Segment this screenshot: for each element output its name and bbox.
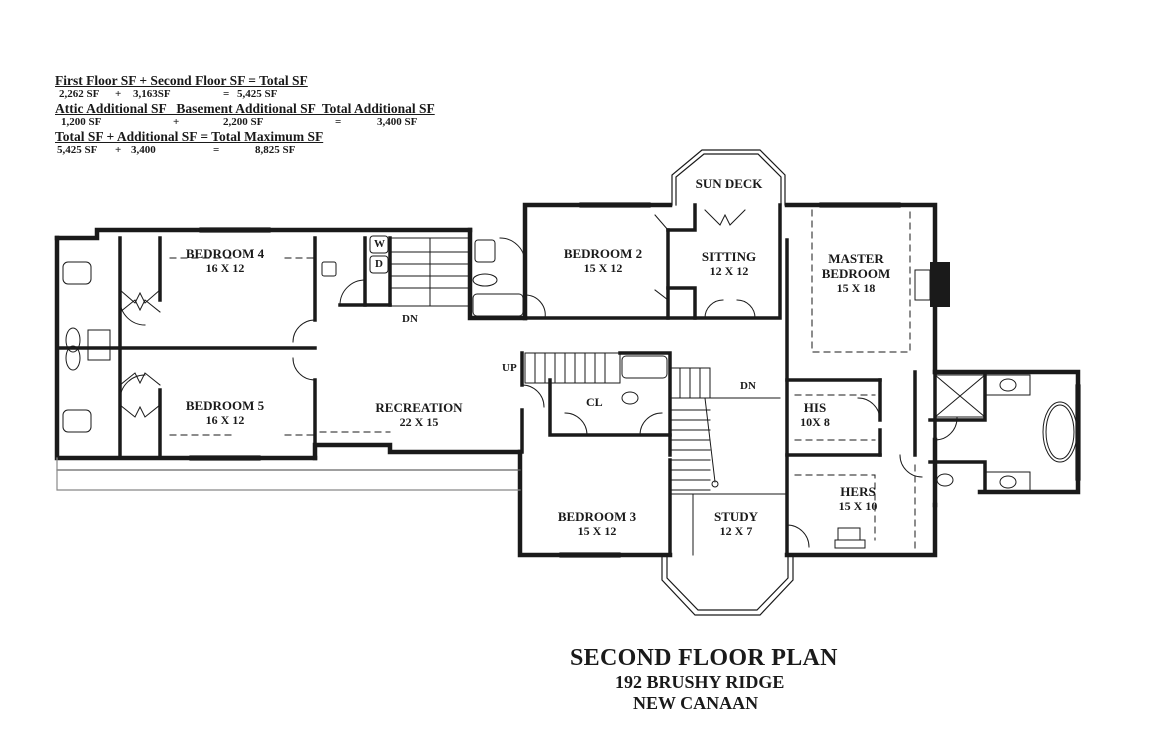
room-bedroom-4: BEDROOM 4 16 X 12 — [185, 246, 265, 275]
room-bedroom-5: BEDROOM 5 16 X 12 — [185, 398, 265, 427]
sf-values-maximum: 5,425 SF + 3,400 = 8,825 SF — [57, 144, 296, 156]
room-sitting: SITTING 12 X 12 — [701, 249, 757, 278]
washer-label: W — [374, 238, 385, 250]
plan-address: 192 BRUSHY RIDGE — [615, 672, 785, 692]
title-block: SECOND FLOOR PLAN 192 BRUSHY RIDGE NEW C… — [570, 645, 838, 714]
total-additional-sf: 3,400 SF — [377, 116, 418, 128]
total-sf: 5,425 SF — [237, 88, 278, 100]
room-study: STUDY 12 X 7 — [713, 509, 759, 538]
room-sun-deck: SUN DECK — [695, 176, 763, 191]
bay-window — [661, 554, 794, 616]
room-closet: CL — [586, 395, 603, 409]
room-bedroom-2: BEDROOM 2 15 X 12 — [563, 246, 643, 275]
dryer-label: D — [375, 258, 383, 270]
room-hers-closet: HERS 15 X 10 — [838, 484, 878, 513]
stair-up-label: UP — [502, 362, 517, 374]
bifold-doors — [119, 289, 161, 418]
sf-values-floors: 2,262 SF + 3,163SF = 5,425 SF — [59, 88, 278, 100]
plan-title: SECOND FLOOR PLAN — [570, 645, 838, 671]
sf-values-additional: 1,200 SF + 2,200 SF = 3,400 SF — [61, 116, 418, 128]
first-floor-sf: 2,262 SF — [59, 88, 100, 100]
second-floor-sf: 3,163SF — [133, 88, 171, 100]
fireplace — [914, 262, 950, 307]
sf-header-additional: Attic Additional SF Basement Additional … — [55, 101, 435, 116]
room-bedroom-3: BEDROOM 3 15 X 12 — [557, 509, 637, 538]
sun-deck-outline — [671, 149, 786, 206]
total-maximum-sf: 8,825 SF — [255, 144, 296, 156]
stair-down-label-2: DN — [740, 380, 756, 392]
exterior-walls — [54, 202, 1081, 558]
square-footage-summary: First Floor SF + Second Floor SF = Total… — [55, 74, 435, 158]
basement-sf: 2,200 SF — [223, 116, 264, 128]
sf-header-maximum: Total SF + Additional SF = Total Maximum… — [55, 129, 324, 144]
attic-sf: 1,200 SF — [61, 116, 102, 128]
fixtures — [62, 235, 1078, 549]
stair-down-label: DN — [402, 313, 418, 325]
door-swings — [119, 209, 958, 548]
sf-header-floors: First Floor SF + Second Floor SF = Total… — [55, 73, 308, 88]
stairs — [389, 237, 788, 556]
room-recreation: RECREATION 22 X 15 — [375, 400, 463, 429]
room-his-closet: HIS 10X 8 — [800, 400, 830, 429]
plan-town: NEW CANAAN — [633, 693, 759, 713]
room-master-bedroom: MASTER BEDROOM 15 X 18 — [821, 251, 891, 295]
